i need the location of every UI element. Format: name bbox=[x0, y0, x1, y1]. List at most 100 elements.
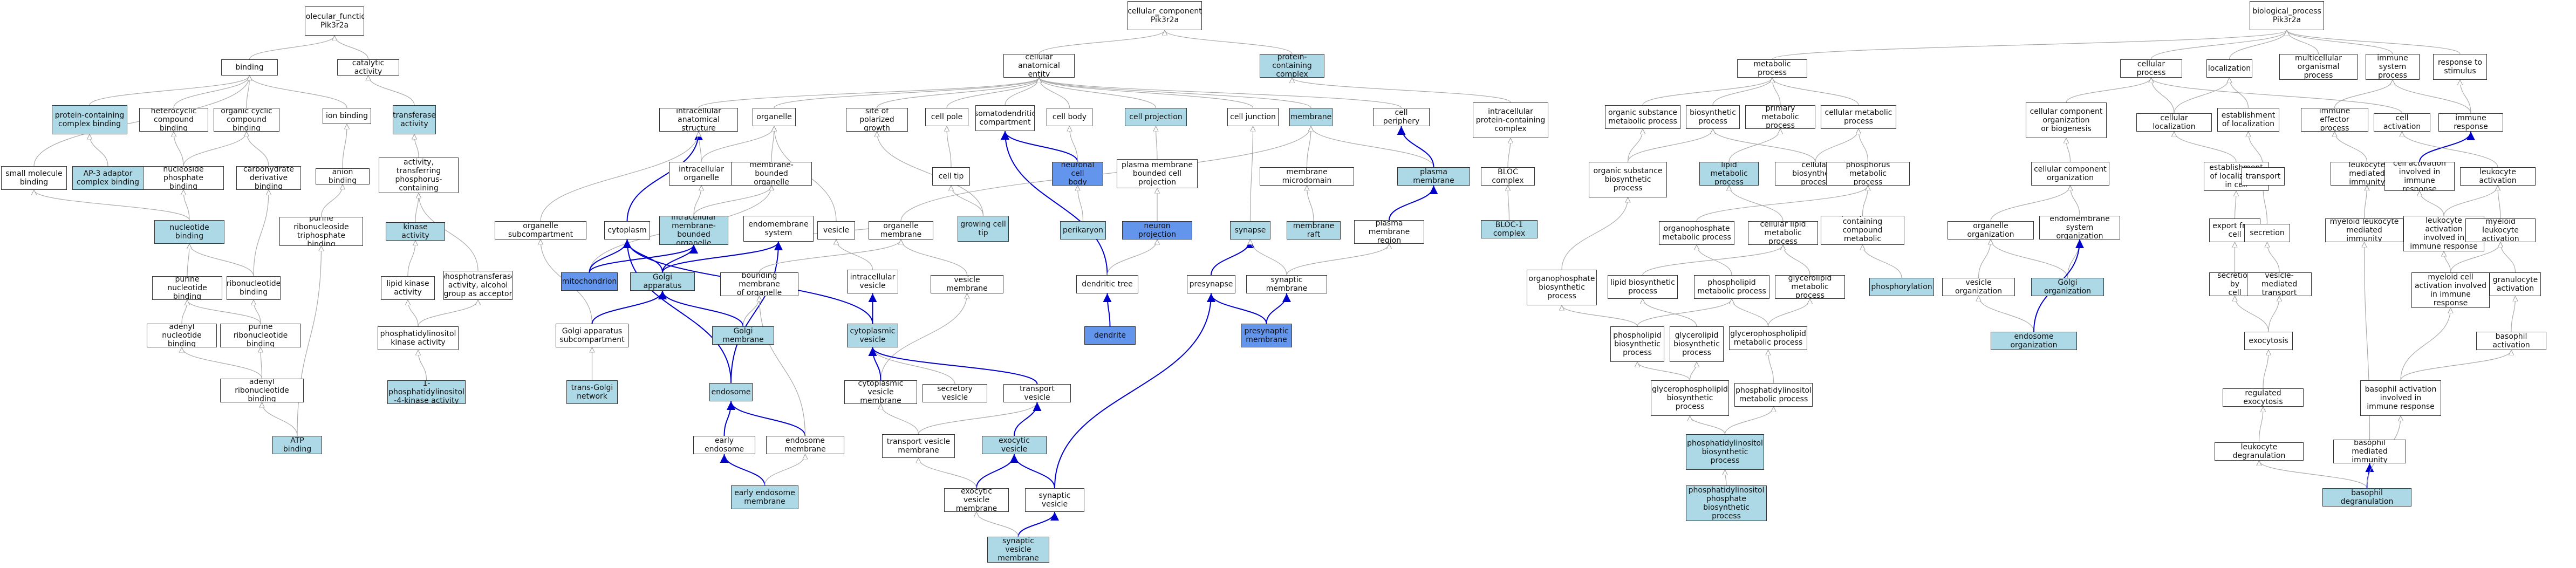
go-term-lipid-met[interactable]: lipid metabolic process bbox=[1699, 162, 1759, 186]
go-term-bmo[interactable]: bounding membrane of organelle bbox=[720, 272, 798, 296]
go-term-ias[interactable]: intracellular anatomical structure bbox=[659, 108, 738, 132]
go-term-plasma-mem[interactable]: plasma membrane bbox=[1397, 167, 1470, 186]
go-term-lipid-kinase[interactable]: lipid kinase activity bbox=[381, 276, 435, 300]
go-term-pi-met[interactable]: phosphatidylinositol metabolic process bbox=[1734, 383, 1813, 407]
go-term-neuron-proj[interactable]: neuron projection bbox=[1122, 221, 1192, 239]
go-term-granulocyte-act[interactable]: granulocyte activation bbox=[2490, 272, 2541, 296]
go-term-ipcc[interactable]: intracellular protein-containing complex bbox=[1473, 102, 1548, 138]
go-term-endosome[interactable]: endosome bbox=[709, 383, 753, 401]
go-term-pcc[interactable]: protein-containing complex bbox=[1260, 54, 1324, 78]
go-term-endosome-org[interactable]: endosome organization bbox=[1991, 332, 2077, 350]
go-term-mito[interactable]: mitochondrion bbox=[561, 272, 618, 291]
go-term-mem-raft[interactable]: membrane raft bbox=[1287, 221, 1341, 239]
go-term-mf-root[interactable]: molecular_function Pik3r2a bbox=[305, 6, 364, 36]
go-term-dendrite[interactable]: dendrite bbox=[1084, 326, 1136, 345]
go-term-cell-periph[interactable]: cell periphery bbox=[1373, 108, 1430, 126]
go-term-resp-stim[interactable]: response to stimulus bbox=[2433, 54, 2487, 80]
go-term-carbderiv[interactable]: carbohydrate derivative binding bbox=[236, 166, 301, 190]
go-term-transport[interactable]: transport bbox=[2242, 167, 2285, 186]
go-term-cell-lipid-met[interactable]: cellular lipid metabolic process bbox=[1748, 221, 1818, 245]
go-term-cell-act-imm[interactable]: cell activation involved in immune respo… bbox=[2384, 162, 2455, 191]
go-term-pm-region[interactable]: plasma membrane region bbox=[1354, 220, 1424, 244]
go-term-est-local[interactable]: establishment of localization bbox=[2217, 108, 2279, 132]
go-term-heterocyclic[interactable]: heterocyclic compound binding bbox=[139, 108, 208, 132]
go-term-org-sub-met[interactable]: organic substance metabolic process bbox=[1605, 105, 1680, 129]
go-term-somato[interactable]: somatodendritic compartment bbox=[975, 105, 1035, 131]
go-term-syn-mem[interactable]: synaptic membrane bbox=[1246, 275, 1327, 293]
go-term-glycerophos-met[interactable]: glycerophospholipid metabolic process bbox=[1729, 326, 1807, 350]
go-term-ccob[interactable]: cellular component organization or bioge… bbox=[2026, 102, 2107, 138]
go-term-bloc1[interactable]: BLOC-1 complex bbox=[1481, 220, 1538, 238]
go-term-cell-body[interactable]: cell body bbox=[1047, 108, 1092, 126]
go-term-cell-tip[interactable]: cell tip bbox=[932, 167, 970, 186]
go-term-metabolic[interactable]: metabolic process bbox=[1737, 59, 1807, 78]
go-term-localization[interactable]: localization bbox=[2206, 59, 2252, 78]
go-term-osbp[interactable]: organic substance biosynthetic process bbox=[1589, 162, 1667, 197]
go-term-phosphotransferase[interactable]: phosphotransferase activity, alcohol gro… bbox=[443, 271, 513, 300]
go-term-imm-eff[interactable]: immune effector process bbox=[2301, 108, 2368, 132]
go-term-anion[interactable]: anion binding bbox=[316, 168, 370, 184]
go-term-cytoplasm[interactable]: cytoplasm bbox=[604, 221, 650, 239]
go-term-org-org[interactable]: organelle organization bbox=[1948, 221, 2034, 239]
go-term-pmbcp[interactable]: plasma membrane bounded cell projection bbox=[1117, 159, 1198, 188]
go-term-endomem[interactable]: endomembrane system bbox=[743, 216, 814, 242]
go-term-baso-degran[interactable]: basophil degranulation bbox=[2322, 488, 2411, 507]
go-term-organophos-bios[interactable]: organophosphate biosynthetic process bbox=[1527, 270, 1597, 305]
go-term-lipid-bios[interactable]: lipid biosynthetic process bbox=[1608, 275, 1678, 299]
go-term-purine-ribonuc[interactable]: purine ribonucleotide binding bbox=[220, 324, 301, 347]
go-term-ves-transport[interactable]: vesicle-mediated transport bbox=[2247, 272, 2312, 296]
go-term-leuk-act[interactable]: leukocyte activation bbox=[2460, 167, 2536, 186]
go-term-golgi-org[interactable]: Golgi organization bbox=[2031, 278, 2104, 296]
go-term-basophil-act[interactable]: basophil activation bbox=[2476, 332, 2546, 350]
go-term-cell-local[interactable]: cellular localization bbox=[2136, 113, 2212, 132]
go-term-adenyl-ribo[interactable]: adenyl ribonucleotide binding bbox=[220, 379, 304, 402]
go-term-syn-ves-mem[interactable]: synaptic vesicle membrane bbox=[987, 537, 1049, 563]
go-term-early-endo[interactable]: early endosome bbox=[693, 436, 755, 454]
go-term-glycerophos-bios[interactable]: glycerophospholipid biosynthetic process bbox=[1651, 380, 1729, 416]
go-term-primary-met[interactable]: primary metabolic process bbox=[1745, 105, 1815, 129]
go-term-secretion[interactable]: secretion bbox=[2244, 224, 2290, 242]
go-term-cco[interactable]: cellular component organization bbox=[2031, 162, 2109, 186]
go-term-glycerolipid-met[interactable]: glycerolipid metabolic process bbox=[1775, 275, 1845, 299]
go-term-ap3[interactable]: AP-3 adaptor complex binding bbox=[72, 166, 144, 190]
go-term-cyto-ves[interactable]: cytoplasmic vesicle bbox=[847, 324, 898, 347]
go-term-site-pol[interactable]: site of polarized growth bbox=[846, 108, 908, 132]
go-term-organic-cyclic[interactable]: organic cyclic compound binding bbox=[214, 108, 279, 132]
go-term-syn-ves[interactable]: synaptic vesicle bbox=[1025, 488, 1084, 512]
go-term-exo-ves-mem[interactable]: exocytic vesicle membrane bbox=[944, 488, 1009, 512]
go-term-cc-root[interactable]: cellular_component Pik3r2a bbox=[1128, 1, 1202, 30]
go-term-secretory-ves[interactable]: secretory vesicle bbox=[923, 384, 987, 402]
go-term-pi-bios[interactable]: phosphatidylinositol biosynthetic proces… bbox=[1686, 434, 1764, 470]
go-term-growing-tip[interactable]: growing cell tip bbox=[958, 216, 1009, 242]
go-term-golgi-mem[interactable]: Golgi membrane bbox=[712, 326, 774, 345]
go-term-vesicle[interactable]: vesicle bbox=[817, 221, 855, 239]
go-term-presynapse[interactable]: presynapse bbox=[1187, 275, 1235, 293]
go-term-cell-met[interactable]: cellular metabolic process bbox=[1821, 105, 1896, 129]
go-term-org-sub[interactable]: organelle subcompartment bbox=[495, 221, 586, 239]
go-term-pi3k[interactable]: 1-phosphatidylinositol -4-kinase activit… bbox=[387, 380, 466, 404]
go-term-synapse[interactable]: synapse bbox=[1230, 221, 1270, 239]
go-term-nucleotide-b[interactable]: nucleotide binding bbox=[154, 220, 224, 244]
go-term-presyn-mem[interactable]: presynaptic membrane bbox=[1241, 324, 1292, 347]
go-term-myeloid-act[interactable]: myeloid leukocyte activation bbox=[2465, 218, 2536, 242]
go-term-endomem-org[interactable]: endomembrane system organization bbox=[2039, 216, 2120, 239]
go-term-baso-med[interactable]: basophil mediated immunity bbox=[2333, 440, 2406, 463]
go-term-nucphos-binding[interactable]: nucleoside phosphate binding bbox=[143, 166, 224, 190]
go-term-mbo[interactable]: membrane-bounded organelle bbox=[731, 162, 812, 186]
go-term-small-mol[interactable]: small molecule binding bbox=[1, 166, 67, 190]
go-term-kinase[interactable]: kinase activity bbox=[386, 222, 445, 241]
go-term-icv[interactable]: intracellular vesicle bbox=[847, 270, 898, 293]
go-term-membrane[interactable]: membrane bbox=[1289, 108, 1333, 126]
go-term-phospholipid-met[interactable]: phospholipid metabolic process bbox=[1694, 275, 1769, 299]
go-term-atp[interactable]: ATP binding bbox=[272, 436, 322, 454]
go-term-myeloid-med[interactable]: myeloid leukocyte mediated immunity bbox=[2325, 218, 2403, 242]
go-term-phos-met[interactable]: phosphorus metabolic process bbox=[1826, 162, 1910, 186]
go-term-trans-golgi[interactable]: trans-Golgi network bbox=[566, 380, 618, 404]
go-term-endo-mem[interactable]: endosome membrane bbox=[766, 436, 844, 454]
go-term-bloc[interactable]: BLOC complex bbox=[1481, 167, 1535, 186]
go-term-org-mem[interactable]: organelle membrane bbox=[869, 221, 933, 239]
go-term-golgi[interactable]: Golgi apparatus bbox=[630, 272, 695, 291]
go-term-intra-org[interactable]: intracellular organelle bbox=[669, 162, 734, 186]
go-term-cell-junc[interactable]: cell junction bbox=[1227, 108, 1279, 126]
go-term-cell-act[interactable]: cell activation bbox=[2374, 113, 2430, 132]
